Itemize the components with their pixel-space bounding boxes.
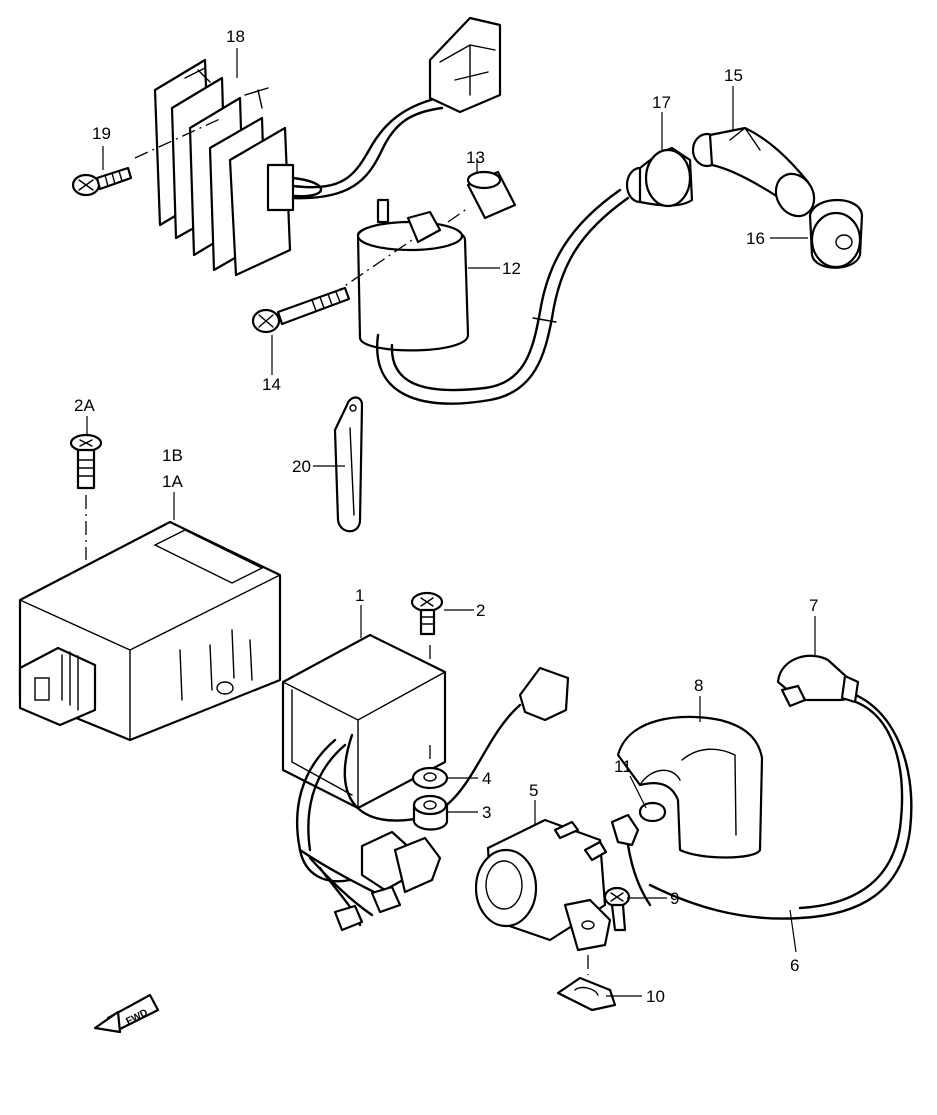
callout-12: 12 — [502, 259, 521, 278]
clip-11-part — [638, 801, 667, 823]
callout-11: 11 — [614, 757, 632, 776]
bolt-19-part — [71, 166, 133, 197]
cover-8-part — [616, 715, 764, 859]
boot-17-part — [625, 146, 694, 208]
callout-18: 18 — [226, 27, 245, 46]
callout-10: 10 — [646, 987, 665, 1006]
ignition-coil-part — [329, 188, 630, 405]
callout-1A: 1A — [162, 472, 183, 491]
screw-2A-part — [69, 433, 103, 560]
callout-8: 8 — [694, 676, 703, 695]
terminal-lead-part — [610, 813, 652, 907]
callout-1B: 1B — [162, 446, 183, 465]
callout-5: 5 — [529, 781, 538, 800]
starter-relay-5-part — [474, 818, 612, 952]
plug-cap-15-part — [691, 126, 816, 218]
regulator-rectifier-part — [134, 16, 502, 277]
callout-20: 20 — [292, 457, 311, 476]
bracket-20-part — [333, 396, 364, 533]
fwd-arrow-icon: FWD — [93, 993, 160, 1034]
callout-15: 15 — [724, 66, 743, 85]
igniter-1-part — [281, 633, 570, 932]
callout-6: 6 — [790, 956, 799, 975]
callout-1: 1 — [355, 586, 364, 605]
callout-13: 13 — [466, 148, 485, 167]
callout-3: 3 — [482, 803, 491, 822]
callout-labels: 18 19 13 12 14 17 15 16 20 2A 1B 1A 1 2 … — [74, 27, 818, 1006]
cap-16-part — [808, 198, 864, 269]
callout-16: 16 — [746, 229, 765, 248]
screw-2-part — [410, 591, 444, 636]
callout-7: 7 — [809, 596, 818, 615]
ecu-1A-part — [18, 520, 282, 742]
callout-19: 19 — [92, 124, 111, 143]
callout-9: 9 — [670, 889, 679, 908]
leader-lines — [86, 48, 816, 997]
washer-4-part — [411, 766, 449, 790]
bolt-14-part — [251, 286, 351, 334]
nut-3-part — [412, 794, 449, 831]
callout-2: 2 — [476, 601, 485, 620]
sleeve-13-part — [447, 170, 517, 223]
plate-10-part — [556, 955, 617, 1012]
cable-6-part — [648, 688, 913, 920]
callout-4: 4 — [482, 769, 491, 788]
screw-9-part — [603, 886, 631, 932]
callout-17: 17 — [652, 93, 671, 112]
callout-14: 14 — [262, 375, 281, 394]
callout-2A: 2A — [74, 396, 95, 415]
terminal-cap-7-part — [776, 654, 860, 708]
